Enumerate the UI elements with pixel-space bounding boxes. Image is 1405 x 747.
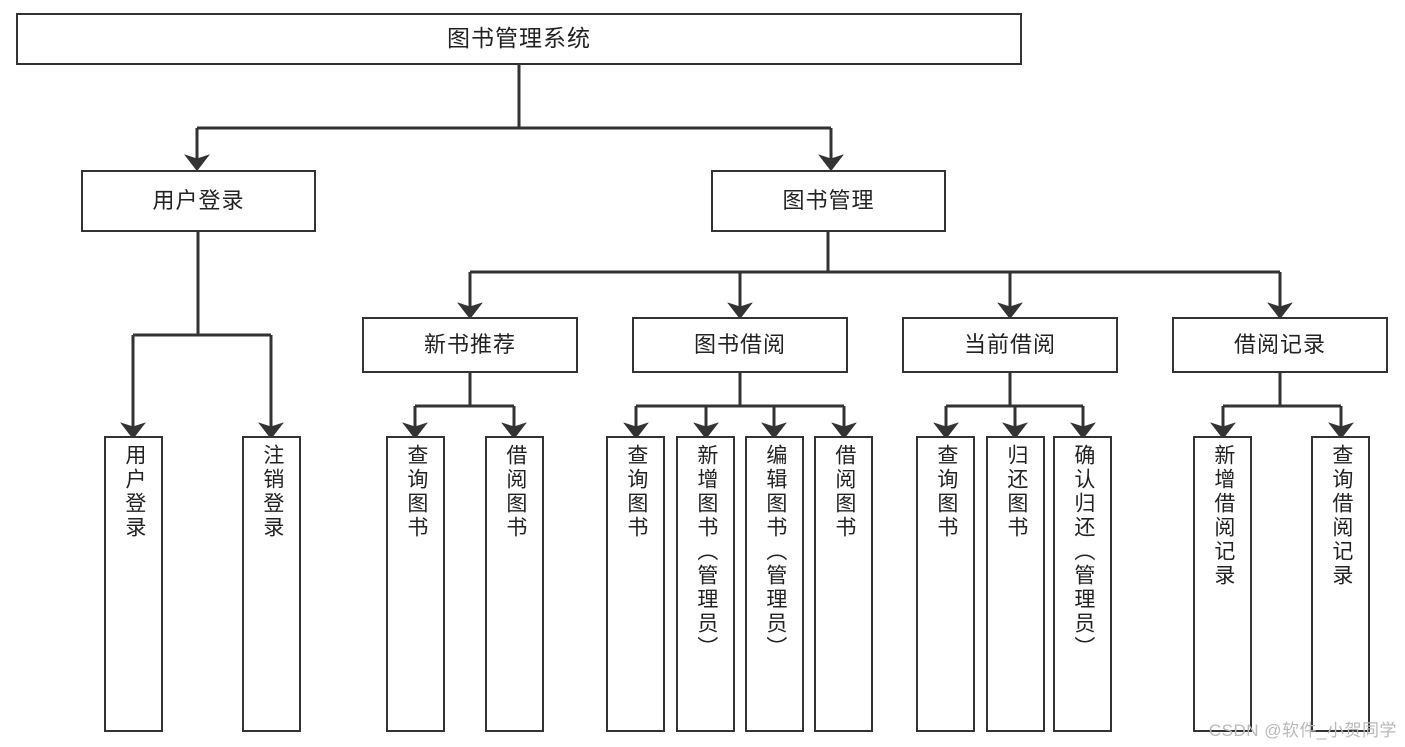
node-label: 查询借阅记录	[1329, 444, 1353, 588]
node-label: 当前借阅	[963, 332, 1056, 358]
leaf-new-book-borrow[interactable]: 借阅图书	[485, 436, 544, 732]
node-label: 新增借阅记录	[1211, 444, 1235, 588]
node-label: 注销登录	[260, 444, 284, 540]
node-borrow-record[interactable]: 借阅记录	[1172, 317, 1388, 373]
node-label: 借阅图书	[832, 444, 856, 540]
leaf-current-borrow-query[interactable]: 查询图书	[916, 436, 975, 732]
node-current-borrow[interactable]: 当前借阅	[902, 317, 1118, 373]
node-new-book-recommend[interactable]: 新书推荐	[362, 317, 578, 373]
leaf-book-borrow-borrow[interactable]: 借阅图书	[814, 436, 873, 732]
leaf-user-login-login[interactable]: 用户登录	[104, 436, 163, 732]
node-book-borrow[interactable]: 图书借阅	[632, 317, 848, 373]
leaf-book-borrow-query[interactable]: 查询图书	[606, 436, 665, 732]
node-label: 图书管理系统	[447, 25, 591, 52]
node-label: 用户登录	[122, 444, 146, 540]
node-label: 归还图书	[1004, 444, 1028, 540]
leaf-new-book-query[interactable]: 查询图书	[386, 436, 445, 732]
node-label: 查询图书	[404, 444, 428, 540]
node-label: 新增图书（管理员）	[694, 444, 718, 660]
node-label: 编辑图书（管理员）	[763, 444, 787, 660]
node-label: 借阅记录	[1233, 332, 1326, 358]
node-book-management[interactable]: 图书管理	[711, 170, 946, 232]
node-label: 确认归还（管理员）	[1071, 444, 1095, 660]
node-label: 图书借阅	[693, 332, 786, 358]
csdn-watermark: CSDN @软件_小贺同学	[1208, 721, 1397, 740]
leaf-borrow-record-query[interactable]: 查询借阅记录	[1311, 436, 1370, 732]
leaf-borrow-record-add[interactable]: 新增借阅记录	[1193, 436, 1252, 732]
node-label: 用户登录	[152, 188, 245, 214]
leaf-user-login-logout[interactable]: 注销登录	[242, 436, 301, 732]
leaf-book-borrow-add[interactable]: 新增图书（管理员）	[676, 436, 735, 732]
node-label: 借阅图书	[503, 444, 527, 540]
node-label: 查询图书	[934, 444, 958, 540]
node-user-login[interactable]: 用户登录	[81, 170, 316, 232]
node-label: 查询图书	[624, 444, 648, 540]
leaf-current-borrow-return[interactable]: 归还图书	[986, 436, 1045, 732]
node-root-book-management-system[interactable]: 图书管理系统	[16, 13, 1022, 65]
node-label: 新书推荐	[423, 332, 516, 358]
leaf-current-borrow-confirm-return[interactable]: 确认归还（管理员）	[1053, 436, 1112, 732]
leaf-book-borrow-edit[interactable]: 编辑图书（管理员）	[745, 436, 804, 732]
node-label: 图书管理	[782, 188, 875, 214]
